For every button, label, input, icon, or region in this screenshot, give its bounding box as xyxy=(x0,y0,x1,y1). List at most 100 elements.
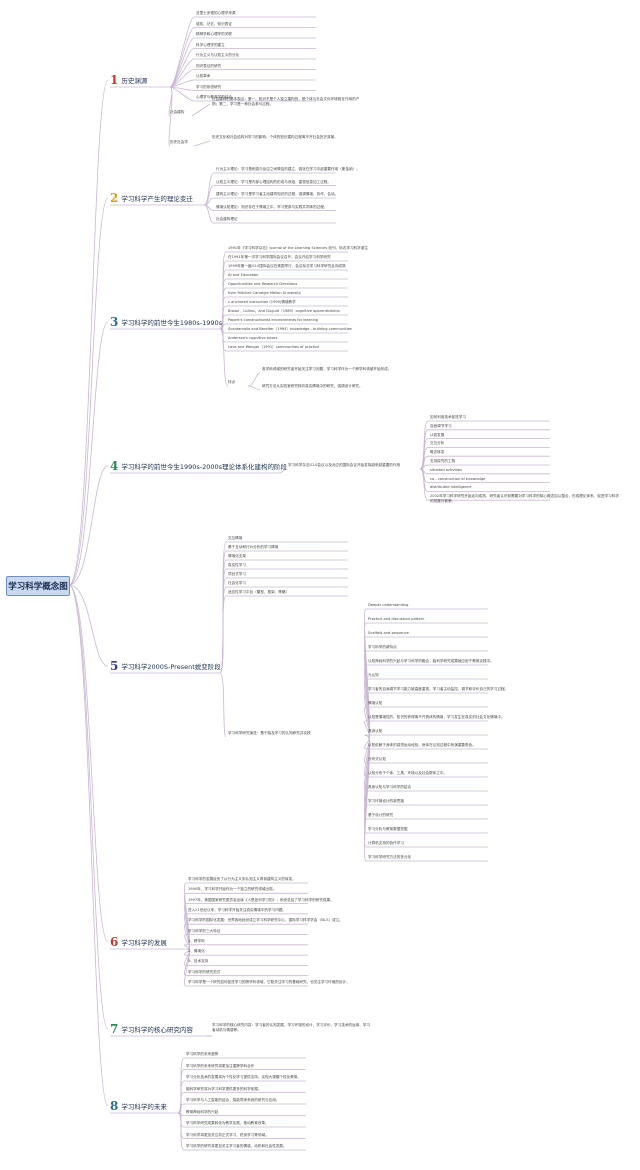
evolution-node[interactable]: 学习科学研究演进：基于脑及学习的认知研究并实践 xyxy=(228,731,311,735)
development-item[interactable]: 学习科学的三大特征 xyxy=(188,928,221,933)
history-item[interactable]: 感知、记忆、知识表征 xyxy=(196,21,232,26)
future-item[interactable]: 学习科学与人工智能的结合，智能导师系统的研究与应用。 xyxy=(186,1098,280,1102)
development-item[interactable]: 学习科学的国际化发展：世界各地纷纷成立学习科学研究中心，国际学习科学学会（ISL… xyxy=(188,918,343,923)
development-item[interactable]: 学习科学的研究范式 xyxy=(188,969,221,974)
history-item[interactable]: 行为主义与认知主义的分化 xyxy=(196,53,240,57)
future-item[interactable]: 学习科学的未来研究将更加注重跨学科合作 xyxy=(186,1063,255,1068)
development-item[interactable]: 1、跨学科 xyxy=(188,938,205,943)
topic-item[interactable]: 2002年学习科学研究开始走向成熟，研究者认识到需要对学习科学的核心概念加以整合… xyxy=(430,494,619,503)
evolution-item[interactable]: Practice and discussion pattern xyxy=(368,617,425,621)
social-construct-text[interactable]: 社会建构的基本观点：第一，知识不是个人独立建构的，是个体与社会文化环境相互作用的… xyxy=(212,97,360,106)
feature-item[interactable]: 各学科领域的研究者开始关注学习问题，学习科学作为一个跨学科领域开始形成。 xyxy=(262,367,392,371)
stage-item[interactable]: 社会化学习 xyxy=(228,581,246,585)
history-1990-item[interactable]: Opportunities and Research Directions xyxy=(228,282,298,286)
evolution-item[interactable]: 学习环境设计的新思路 xyxy=(368,799,404,803)
theory-item[interactable]: 行为主义理论：学习是刺激与反应之间联结的建立，强化在学习中起重要作用（斯金纳）。 xyxy=(216,167,360,171)
history-1990-item[interactable]: Papert's constructionist environments fo… xyxy=(228,318,319,322)
history-1990-item[interactable]: Anderson's cognitive tutors xyxy=(228,336,278,340)
topic-item[interactable]: 概念转变 xyxy=(430,450,445,455)
history-item[interactable]: 认知革命 xyxy=(196,74,211,78)
evolution-item[interactable]: 学习者的自我调节学习能力被高度重视，学习者主动监控、调节和评价自己的学习过程。 xyxy=(368,687,509,691)
evolution-item[interactable]: 计算机支持的协作学习 xyxy=(368,841,404,845)
evolution-item[interactable]: Deeper understanding xyxy=(368,603,409,607)
topic-item[interactable]: distributed intelligence xyxy=(430,485,472,490)
history-item[interactable]: 学习的系统研究 xyxy=(196,84,222,89)
topic-item[interactable]: 交互分析 xyxy=(430,441,445,446)
future-item[interactable]: 学习科学的未来趋势 xyxy=(186,1052,219,1056)
history-1990-item[interactable]: 在1991年第一次学习科学国际会议召开，会议开启学习科学研究 xyxy=(228,255,331,259)
evolution-item[interactable]: 学习科学的新特点 xyxy=(368,645,397,649)
theory-item[interactable]: 建构主义理论：学习是学习者主动建构知识的过程，强调情境、协作、会话。 xyxy=(216,192,339,196)
icls-hub[interactable]: 学习科学杂志ICLS会议以及对应的国际会议开始发挥越来越重要的作用 xyxy=(288,463,401,467)
history-sociology-label[interactable]: 历史社会学 xyxy=(170,140,188,144)
evolution-item[interactable]: 具身认知与学习科学的结合 xyxy=(368,785,412,789)
stage-item[interactable]: 情境化支架 xyxy=(228,554,246,558)
history-1990-item[interactable]: Scardamalia and Bereiter（1994）knowledge … xyxy=(228,327,352,331)
topic-item[interactable]: co - construction of knowledge xyxy=(430,476,486,481)
history-1990-item[interactable]: 1991年《学习科学杂志》Journal of the Learning Sci… xyxy=(228,246,368,250)
future-item[interactable]: 学习科学将更加关注非正式学习、终身学习等领域。 xyxy=(186,1132,269,1137)
theory-item[interactable]: 认知主义理论：学习是内部心理结构的形成与改组，重视信息加工过程。 xyxy=(216,179,331,184)
history-item[interactable]: 精神学和心理学的关联 xyxy=(196,32,232,36)
development-item[interactable]: 2、情境化 xyxy=(188,949,205,954)
evolution-item[interactable]: 分布式认知 xyxy=(368,757,386,761)
evolution-item[interactable]: Scaffold and sequence xyxy=(368,631,409,635)
evolution-item[interactable]: 认知依赖于身体的感觉运动经验，身体在认知过程中扮演重要角色。 xyxy=(368,743,476,747)
history-1990-item[interactable]: from Mitchell Carnegie Mellon University xyxy=(228,291,301,295)
evolution-item[interactable]: 认知神经科学的兴起与学习科学的融合，脑科学研究成果被应用于教育实践中。 xyxy=(368,659,494,663)
evolution-item[interactable]: 学习科学研究方法的多元化 xyxy=(368,855,412,859)
topic-item[interactable]: 支持探究的工具 xyxy=(430,459,456,463)
development-item[interactable]: 1990年，学习科学开始作为一个独立的研究领域出现。 xyxy=(188,887,277,892)
development-item[interactable]: 学习科学是一个研究如何促进学习的跨学科领域，它既关注学习的基础研究，也关注学习环… xyxy=(188,980,350,984)
root-node[interactable]: 学习科学概念图 xyxy=(6,576,70,596)
development-item[interactable]: 1997年，美国国家研究委员会出版《人是如何学习的》，系统总结了学习科学的研究成… xyxy=(188,897,334,902)
history-sociology-text[interactable]: 历史文化和社会结构对学习的影响，个体的知识建构过程离不开社会历史背景。 xyxy=(212,135,338,139)
topic-item[interactable]: 自我调节学习 xyxy=(430,423,452,428)
development-item[interactable]: 学习科学的发展经历了从行为主义到认知主义再到建构主义的转变。 xyxy=(188,877,296,881)
development-item[interactable]: 进入21世纪以来，学习科学开始关注真实情境中的学习问题。 xyxy=(188,907,287,912)
history-1990-item[interactable]: Brown，Collins，and Duguid（1989）cognitive … xyxy=(228,309,340,313)
topic-item[interactable]: situated activities xyxy=(430,467,463,472)
feature-item[interactable]: 研究方法从实验室研究转向真实情境中的研究，强调设计研究。 xyxy=(262,384,363,388)
topic-item[interactable]: 认知发展 xyxy=(430,432,445,437)
evolution-item[interactable]: 认知分布于个体、工具、环境以及社会群体之中。 xyxy=(368,771,448,775)
history-item[interactable]: 心理学与教育学的结合 xyxy=(196,95,232,99)
social-construct-label[interactable]: 社会建构 xyxy=(170,110,185,114)
stage-item[interactable]: 基于互动和行为分析的学习情境 xyxy=(228,545,279,549)
evolution-item[interactable]: 学习分析与教育数据挖掘 xyxy=(368,827,408,831)
stage-item[interactable]: 适应性学习平台（模型、框架、策略） xyxy=(228,590,290,594)
stage-item[interactable]: 交互情境 xyxy=(228,536,243,540)
evolution-item[interactable]: 具身认知 xyxy=(368,729,383,733)
theory-item[interactable]: 社会建构理论 xyxy=(216,217,238,221)
topic-item[interactable]: 如何利用技术促进学习 xyxy=(430,415,466,419)
future-item[interactable]: 学习分析技术的发展将为个性化学习提供支持，实现大规模个性化教育。 xyxy=(186,1075,301,1079)
history-1990-item[interactable]: 1999年第一届ICLS国际会议在美国举行，会议标志学习科学研究走向成熟 xyxy=(228,264,346,268)
core-content-text[interactable]: 学习科学的核心研究内容：学习者的认知发展、学习环境的设计、学习评价、学习技术的运… xyxy=(212,1023,371,1032)
history-1990-item[interactable]: c.anchored instruction (1990)情境教学 xyxy=(228,300,296,304)
evolution-item[interactable]: 认知是情境性的，知识的获得离不开具体的情境，学习发生在真实的社会文化情境中。 xyxy=(368,715,505,719)
future-item[interactable]: 教育神经科学的兴起 xyxy=(186,1109,219,1114)
history-item[interactable]: 亚里士多德的心理学来源 xyxy=(196,11,236,15)
evolution-item[interactable]: 元认知 xyxy=(368,673,379,677)
evolution-item[interactable]: 情境认知 xyxy=(368,701,383,705)
theory-item[interactable]: 情境认知理论：知识存在于情境之中，学习是参与实践共同体的过程。 xyxy=(216,204,328,209)
history-1990-item[interactable]: Lave and Wenger（1991）communities of prac… xyxy=(228,345,320,349)
history-item[interactable]: 科学心理学的建立 xyxy=(196,42,225,47)
feature-label[interactable]: 特点 xyxy=(228,380,236,384)
stage-item[interactable]: 项目式学习 xyxy=(228,572,246,576)
development-item[interactable]: 3、技术支持 xyxy=(188,959,209,964)
future-item[interactable]: 学习科学的研究将更加关注学习者的情感、动机和社会性发展。 xyxy=(186,1144,287,1148)
history-item[interactable]: 知识表征的研究 xyxy=(196,63,222,68)
future-item[interactable]: 学习科学研究成果转化为教学实践，推动教育改革。 xyxy=(186,1121,269,1125)
stage-item[interactable]: 真实性学习 xyxy=(228,563,246,567)
future-item[interactable]: 脑科学研究将为学习科学提供更多的科学依据。 xyxy=(186,1086,262,1091)
evolution-item[interactable]: 基于设计的研究 xyxy=(368,813,394,817)
